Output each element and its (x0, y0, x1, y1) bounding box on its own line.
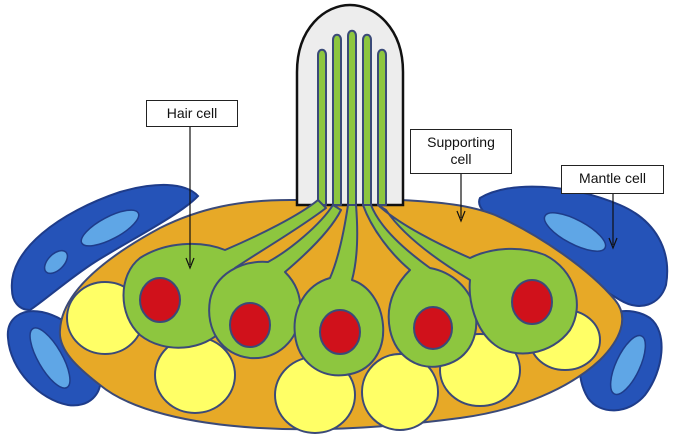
hair-bundle (378, 50, 386, 205)
hair-bundle (348, 31, 356, 205)
mantle-cell-label: Mantle cell (561, 165, 664, 194)
hair-bundle (363, 35, 371, 205)
hair-bundle (333, 35, 341, 205)
hair-bundle (318, 50, 326, 205)
supporting-cell-label: Supporting cell (410, 129, 512, 174)
hair-cell-label: Hair cell (146, 100, 238, 127)
